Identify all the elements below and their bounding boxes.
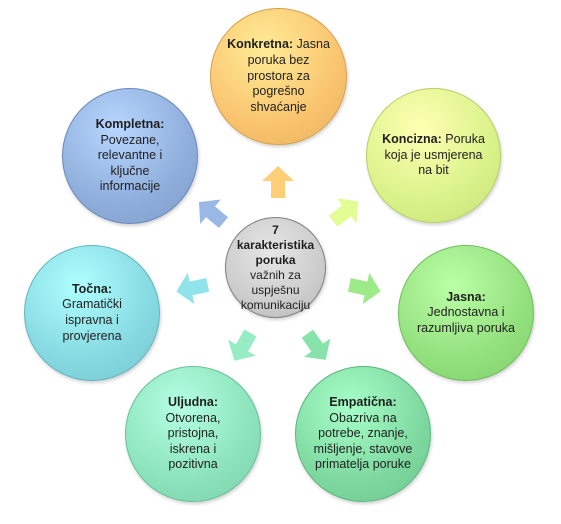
node-tocna: Točna: Gramatički ispravna i provjerena bbox=[24, 245, 160, 381]
center-circle: 7 karakteristika poruka važnih za uspješ… bbox=[225, 217, 326, 318]
node-text: Obazriva na potrebe, znanje, mišljenje, … bbox=[313, 410, 413, 472]
node-text: Otvorena, pristojna, iskrena i pozitivna bbox=[165, 410, 221, 472]
node-konkretna: Konkretna: Jasna poruka bez prostora za … bbox=[210, 8, 347, 145]
node-text: Jednostavna i razumljiva poruka bbox=[417, 305, 515, 335]
arrow-konkretna bbox=[262, 166, 294, 198]
node-text: Jasna poruka bez prostora za pogrešno sh… bbox=[247, 37, 330, 114]
node-title: Uljudna: bbox=[168, 394, 218, 409]
node-title: Jasna: bbox=[446, 289, 486, 304]
arrow-tocna bbox=[176, 272, 210, 305]
node-text: Gramatički ispravna i provjerena bbox=[62, 297, 122, 343]
node-title: Kompletna: bbox=[95, 116, 165, 131]
node-text: Povezane, relevantne i ključne informaci… bbox=[97, 132, 163, 194]
node-kompletna: Kompletna: Povezane, relevantne i ključn… bbox=[62, 88, 198, 224]
arrow-jasna bbox=[347, 272, 381, 305]
arrow-empaticna bbox=[301, 329, 331, 360]
node-empaticna: Empatična: Obazriva na potrebe, znanje, … bbox=[295, 366, 431, 502]
center-label-bold: 7 karakteristika poruka bbox=[236, 222, 315, 267]
arrow-koncizna bbox=[328, 198, 359, 227]
node-title: Koncizna: bbox=[382, 132, 442, 147]
center-label-rest: važnih za uspješnu komunikaciju bbox=[240, 267, 311, 312]
node-title: Konkretna: bbox=[227, 37, 294, 52]
node-title: Točna: bbox=[71, 281, 113, 296]
node-koncizna: Koncizna: Poruka koja je usmjerena na bi… bbox=[366, 88, 501, 223]
node-title: Empatična: bbox=[329, 394, 397, 409]
arrow-kompletna bbox=[198, 199, 228, 229]
node-text: Poruka koja je usmjerena na bit bbox=[384, 132, 485, 178]
node-jasna: Jasna: Jednostavna i razumljiva poruka bbox=[398, 245, 534, 381]
arrow-uljudna bbox=[228, 329, 257, 361]
node-uljudna: Uljudna: Otvorena, pristojna, iskrena i … bbox=[125, 366, 261, 502]
